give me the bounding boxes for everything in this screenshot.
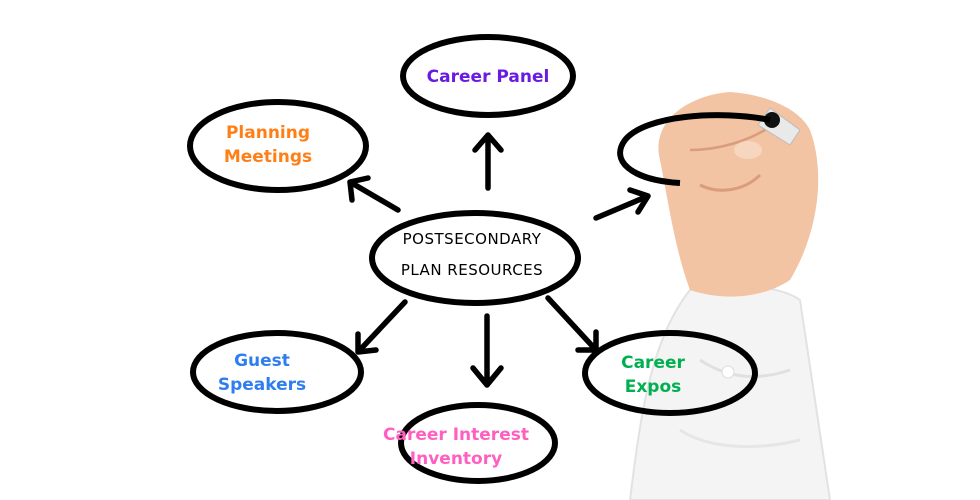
arrow-up xyxy=(472,132,504,191)
center-label-line1: POSTSECONDARY xyxy=(403,230,542,248)
guest-speakers-label-2: Speakers xyxy=(218,375,306,395)
marker-tip xyxy=(764,112,780,128)
career-expos-label-1: Career xyxy=(621,353,685,373)
hand-illustration xyxy=(628,92,832,500)
planning-meetings-label-2: Meetings xyxy=(224,147,312,167)
career-expos-label-2: Expos xyxy=(625,377,682,397)
arrow-up-right xyxy=(593,187,651,221)
empty-oval xyxy=(617,112,771,186)
arrow-down-right xyxy=(545,295,599,353)
planning-meetings-oval xyxy=(187,99,369,193)
career-panel-oval xyxy=(400,34,576,118)
guest-speakers-label-1: Guest xyxy=(234,351,290,371)
arrow-up-left xyxy=(347,175,401,213)
guest-speakers-oval xyxy=(190,330,364,414)
career-interest-label-1: Career Interest xyxy=(383,425,529,445)
center-label-line2: PLAN RESOURCES xyxy=(401,261,543,279)
career-interest-oval xyxy=(398,402,558,484)
center-oval xyxy=(369,210,581,306)
career-expos-oval xyxy=(582,330,758,416)
arrow-down xyxy=(470,313,504,388)
planning-meetings-label-1: Planning xyxy=(226,123,310,143)
career-panel-label: Career Panel xyxy=(427,67,550,87)
career-interest-label-2: Inventory xyxy=(410,449,502,469)
arrow-down-left xyxy=(355,299,408,355)
